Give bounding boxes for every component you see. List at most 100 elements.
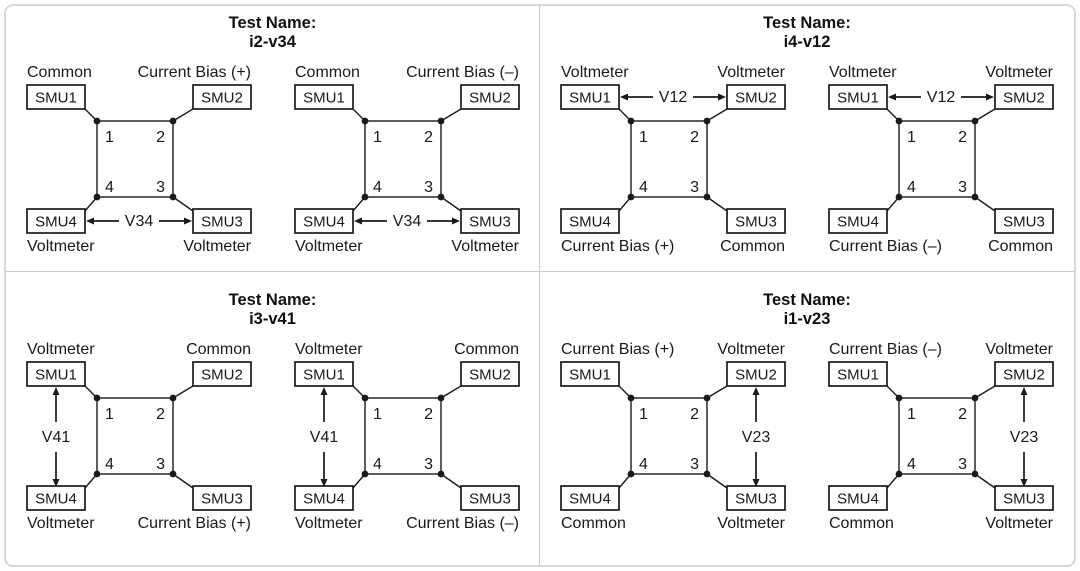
- smu3-label: SMU3: [469, 214, 511, 231]
- role-label-bottom-left: Current Bias (+): [561, 238, 674, 255]
- smu4-label: SMU4: [569, 214, 611, 231]
- corner-4-label: 4: [373, 179, 382, 196]
- contact-dots: [895, 394, 979, 478]
- voltage-label: V34: [392, 213, 421, 230]
- smu2-label: SMU2: [469, 367, 511, 384]
- smu3-label: SMU3: [735, 491, 777, 508]
- test-name-title: Test Name:i3-v41: [6, 291, 539, 329]
- vdp-diagram-i4v12-minus: SMU1 SMU2 SMU4 SMU3 1 2 4 3 Voltmeter Vo…: [828, 64, 1054, 255]
- corner-4-label: 4: [105, 179, 114, 196]
- corner-3-label: 3: [958, 179, 967, 196]
- smu4-label: SMU4: [837, 214, 879, 231]
- vdp-diagram-i2v34-minus: SMU1 SMU2 SMU4 SMU3 1 2 4 3 Common Curre…: [293, 64, 520, 255]
- corner-3-label: 3: [958, 456, 967, 473]
- role-label-bottom-right: Voltmeter: [985, 515, 1053, 532]
- vdp-diagram-i1v23-minus: SMU1 SMU2 SMU4 SMU3 1 2 4 3 Current Bias…: [828, 341, 1054, 532]
- corner-2-label: 2: [424, 406, 433, 423]
- role-label-bottom-left: Voltmeter: [295, 515, 363, 532]
- smu4-box: [828, 485, 888, 511]
- smu1-label: SMU1: [569, 367, 611, 384]
- smu4-box: [25, 208, 86, 234]
- corner-3-label: 3: [156, 456, 165, 473]
- voltage-arrow: V34: [85, 213, 192, 230]
- smu3-box: [191, 208, 252, 234]
- role-label-bottom-right: Common: [720, 238, 785, 255]
- smu2-label: SMU2: [201, 90, 243, 107]
- title-line2: i3-v41: [249, 310, 296, 328]
- role-label-top-left: Voltmeter: [829, 64, 897, 81]
- role-label-top-right: Current Bias (–): [406, 64, 519, 81]
- corner-1-label: 1: [105, 406, 114, 423]
- smu4-label: SMU4: [35, 491, 77, 508]
- contact-dots: [361, 394, 444, 478]
- contact-dots: [627, 394, 711, 478]
- smu2-box: [726, 84, 786, 110]
- test-name-title: Test Name:i4-v12: [540, 14, 1074, 52]
- voltage-label: V12: [659, 89, 688, 106]
- smu3-label: SMU3: [469, 491, 511, 508]
- voltage-arrow: V41: [41, 387, 70, 487]
- contact-dots: [895, 117, 979, 201]
- contact-dots: [627, 117, 711, 201]
- role-label-bottom-left: Voltmeter: [295, 238, 363, 255]
- smu3-box: [459, 485, 520, 511]
- smu2-box: [459, 84, 520, 110]
- corner-1-label: 1: [639, 129, 648, 146]
- corner-2-label: 2: [156, 129, 165, 146]
- smu3-box: [994, 485, 1054, 511]
- role-label-bottom-left: Voltmeter: [27, 515, 95, 532]
- smu4-box: [560, 208, 620, 234]
- role-label-top-right: Common: [454, 341, 519, 358]
- test-grid: Test Name:i2-v34 SMU1 SMU2 SMU4 SMU3 1 2: [6, 6, 1074, 565]
- role-label-bottom-left: Common: [561, 515, 626, 532]
- voltage-arrow: V12: [888, 89, 994, 106]
- smu1-box: [293, 84, 354, 110]
- corner-1-label: 1: [373, 129, 382, 146]
- corner-3-label: 3: [690, 456, 699, 473]
- role-label-top-left: Voltmeter: [561, 64, 629, 81]
- smu3-box: [726, 485, 786, 511]
- connector-lines: [886, 385, 996, 489]
- vdp-diagram-i4v12-plus: SMU1 SMU2 SMU4 SMU3 1 2 4 3 Voltmeter Vo…: [560, 64, 786, 255]
- voltage-label: V41: [41, 429, 70, 446]
- smu2-box: [994, 361, 1054, 387]
- sample-square: [95, 397, 174, 475]
- smu1-box: [828, 361, 888, 387]
- smu2-box: [726, 361, 786, 387]
- smu4-label: SMU4: [569, 491, 611, 508]
- role-label-top-left: Voltmeter: [27, 341, 95, 358]
- smu1-label: SMU1: [303, 90, 345, 107]
- vdp-diagram-i3v41-minus: SMU1 SMU2 SMU4 SMU3 1 2 4 3 Voltmeter Co…: [293, 341, 520, 532]
- corner-4-label: 4: [639, 456, 648, 473]
- title-line2: i1-v23: [783, 310, 831, 328]
- smu1-box: [25, 84, 86, 110]
- contact-dots: [93, 117, 176, 201]
- smu3-box: [726, 208, 786, 234]
- connector-lines: [83, 108, 193, 212]
- smu3-label: SMU3: [201, 214, 243, 231]
- sample-square: [363, 120, 442, 198]
- corner-2-label: 2: [424, 129, 433, 146]
- connector-lines: [618, 385, 728, 489]
- role-label-bottom-right: Current Bias (+): [137, 515, 250, 532]
- role-label-top-right: Voltmeter: [985, 64, 1053, 81]
- test-name-title: Test Name:i1-v23: [540, 291, 1074, 329]
- diagram-row: SMU1 SMU2 SMU4 SMU3 1 2 4 3 Voltmeter Co…: [6, 334, 539, 532]
- sample-square: [363, 397, 442, 475]
- corner-1-label: 1: [373, 406, 382, 423]
- role-label-bottom-right: Common: [988, 238, 1053, 255]
- role-label-bottom-left: Current Bias (–): [829, 238, 942, 255]
- role-label-bottom-left: Common: [829, 515, 894, 532]
- role-label-bottom-right: Voltmeter: [451, 238, 519, 255]
- voltage-arrow: V34: [353, 213, 460, 230]
- title-line1: Test Name:: [763, 291, 851, 309]
- corner-3-label: 3: [690, 179, 699, 196]
- panel-i4-v12: Test Name:i4-v12 SMU1 SMU2 SMU4 SMU3 1 2: [540, 6, 1074, 272]
- role-label-top-left: Current Bias (+): [561, 341, 674, 358]
- smu4-label: SMU4: [303, 214, 345, 231]
- role-label-top-left: Common: [295, 64, 360, 81]
- smu4-label: SMU4: [303, 491, 345, 508]
- role-label-bottom-right: Voltmeter: [717, 515, 785, 532]
- sample-square: [898, 120, 976, 198]
- panel-i2-v34: Test Name:i2-v34 SMU1 SMU2 SMU4 SMU3 1 2: [6, 6, 540, 272]
